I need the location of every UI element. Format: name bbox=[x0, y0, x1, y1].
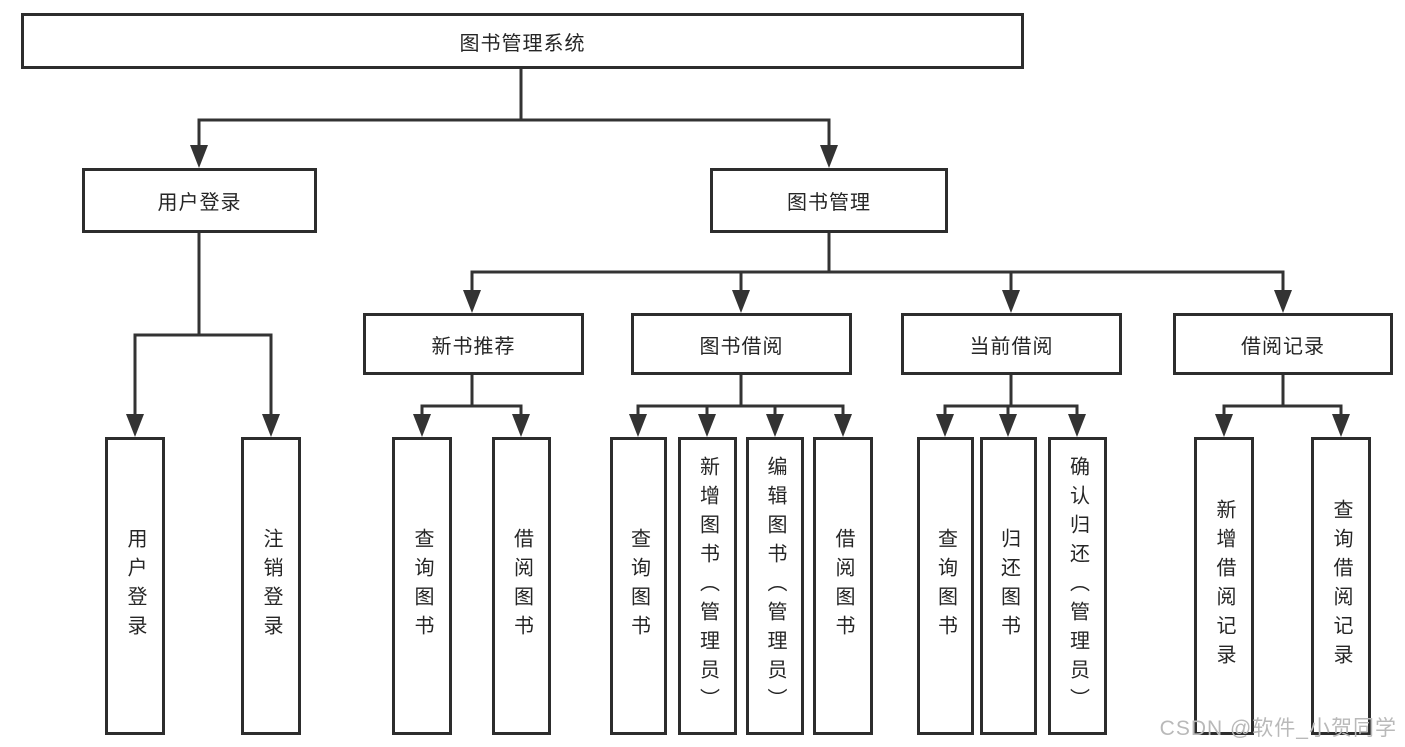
node-label: 当前借阅 bbox=[969, 335, 1054, 358]
leaf-cb-return-book: 归还图书 bbox=[980, 437, 1037, 735]
node-label: 新书推荐 bbox=[431, 335, 516, 358]
leaf-nb-borrow-book: 借阅图书 bbox=[492, 437, 551, 735]
connector-new-book-branch bbox=[420, 373, 523, 408]
leaf-bb-add-book-admin: 新增图书（管理员） bbox=[678, 437, 737, 735]
csdn-watermark: CSDN @软件_小贺同学 bbox=[1159, 717, 1397, 740]
node-label: 借阅记录 bbox=[1241, 335, 1325, 358]
node-label: 确认归还（管理员） bbox=[1066, 455, 1089, 717]
connector-book-borrow-branch bbox=[636, 373, 845, 408]
node-user-login: 用户登录 bbox=[82, 168, 317, 233]
node-label: 新增图书（管理员） bbox=[696, 455, 719, 717]
node-label: 编辑图书（管理员） bbox=[764, 455, 786, 717]
node-label: 注销登录 bbox=[260, 528, 282, 644]
node-label: 查询图书 bbox=[627, 528, 650, 644]
node-borrow-records: 借阅记录 bbox=[1173, 313, 1393, 375]
leaf-br-add-record: 新增借阅记录 bbox=[1194, 437, 1254, 735]
node-label: 借阅图书 bbox=[510, 528, 533, 644]
node-new-book-recommend: 新书推荐 bbox=[363, 313, 584, 375]
node-library-management-system: 图书管理系统 bbox=[21, 13, 1024, 69]
node-book-management: 图书管理 bbox=[710, 168, 948, 233]
node-label: 查询借阅记录 bbox=[1330, 499, 1352, 673]
node-label: 查询图书 bbox=[934, 528, 957, 644]
connector-book-mgmt-branch bbox=[470, 231, 1285, 274]
leaf-nb-query-book: 查询图书 bbox=[392, 437, 452, 735]
leaf-user-login: 用户登录 bbox=[105, 437, 165, 735]
node-current-borrow: 当前借阅 bbox=[901, 313, 1122, 375]
leaf-bb-query-book: 查询图书 bbox=[610, 437, 667, 735]
connector-borrow-records-branch bbox=[1222, 373, 1343, 408]
leaf-cb-confirm-return-admin: 确认归还（管理员） bbox=[1048, 437, 1107, 735]
leaf-bb-borrow-book: 借阅图书 bbox=[813, 437, 873, 735]
leaf-cb-query-book: 查询图书 bbox=[917, 437, 974, 735]
node-label: 归还图书 bbox=[997, 528, 1020, 644]
node-label: 图书管理 bbox=[787, 192, 871, 214]
connector-current-borrow-branch bbox=[943, 373, 1079, 408]
node-label: 用户登录 bbox=[157, 192, 242, 214]
node-book-borrow: 图书借阅 bbox=[631, 313, 852, 375]
node-label: 查询图书 bbox=[411, 528, 433, 644]
leaf-logout: 注销登录 bbox=[241, 437, 301, 735]
node-label: 新增借阅记录 bbox=[1213, 499, 1235, 673]
node-label: 借阅图书 bbox=[832, 528, 854, 644]
node-label: 图书管理系统 bbox=[459, 32, 586, 55]
leaf-br-query-record: 查询借阅记录 bbox=[1311, 437, 1371, 735]
node-label: 图书借阅 bbox=[699, 335, 784, 358]
connector-root-branch bbox=[197, 67, 831, 122]
node-label: 用户登录 bbox=[124, 528, 146, 644]
connector-user-login-branch bbox=[133, 231, 273, 337]
leaf-bb-edit-book-admin: 编辑图书（管理员） bbox=[746, 437, 804, 735]
